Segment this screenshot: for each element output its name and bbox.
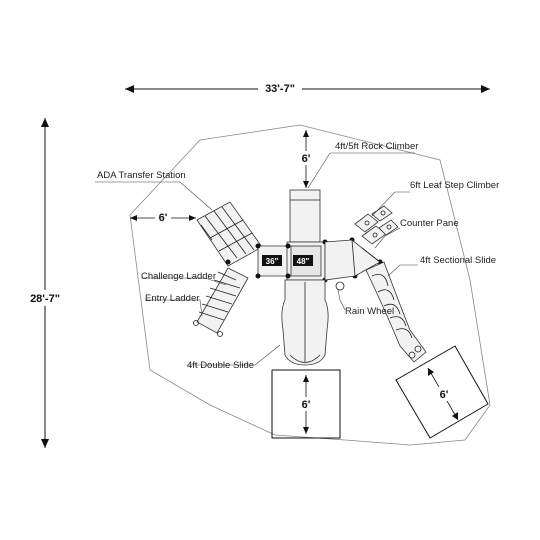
safety-zone-outline (129, 124, 491, 446)
svg-text:36": 36" (266, 257, 279, 266)
rock-climber (289, 189, 321, 243)
sectional-runout-zone: 6' (395, 345, 489, 439)
clearance-top-text: 6' (302, 153, 311, 165)
clearance-top-dimension: 6' (298, 130, 314, 188)
svg-text:48": 48" (297, 257, 310, 266)
label-challenge-ladder: Challenge Ladder (141, 271, 216, 282)
label-double-slide: 4ft Double Slide (187, 360, 254, 371)
label-sectional-slide: 4ft Sectional Slide (420, 255, 496, 266)
label-ada-transfer: ADA Transfer Station (97, 170, 186, 181)
overall-width-text: 33'-7" (265, 83, 295, 95)
label-rock-climber: 4ft/5ft Rock Climber (335, 141, 418, 152)
clearance-left-dimension: 6' (130, 210, 196, 224)
deck-36-label: 36" (262, 255, 282, 266)
overall-width-dimension: 33'-7" (125, 81, 490, 95)
clearance-left-text: 6' (159, 212, 168, 224)
deck-48-label: 48" (293, 255, 313, 266)
ada-transfer-station (196, 201, 263, 267)
overall-depth-dimension: 28'-7" (24, 118, 66, 448)
label-entry-ladder: Entry Ladder (145, 293, 199, 304)
rain-wheel (335, 281, 345, 291)
overall-depth-text: 28'-7" (30, 293, 60, 305)
clearance-sectional-text: 6' (440, 389, 449, 401)
label-counter-pane: Counter Pane (400, 218, 459, 229)
label-leaf-step: 6ft Leaf Step Climber (410, 180, 499, 191)
clearance-slide-text: 6' (302, 399, 311, 411)
label-rain-wheel: Rain Wheel (345, 306, 394, 317)
challenge-ladder (196, 267, 249, 334)
slide-runout-zone: 6' (271, 369, 341, 439)
leaf-step-climber (354, 205, 399, 245)
leader-lines (95, 152, 418, 366)
entry-ladder-feet (193, 320, 223, 337)
sectional-slide (365, 261, 427, 363)
double-slide (281, 279, 329, 366)
